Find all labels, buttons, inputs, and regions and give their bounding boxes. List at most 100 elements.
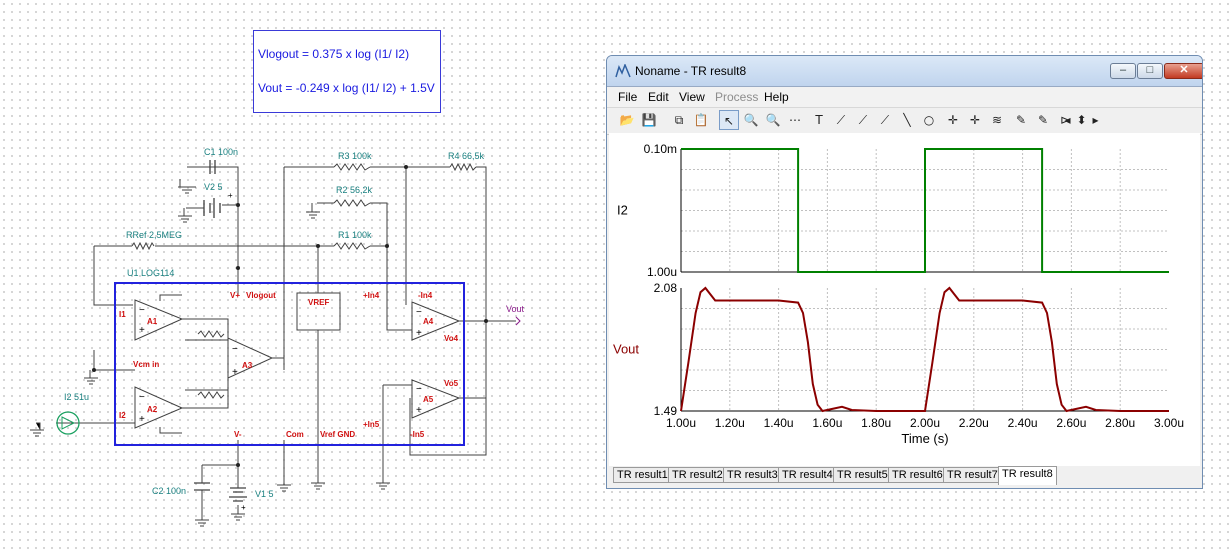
y-tick-label: 1.49 bbox=[654, 404, 678, 418]
pin-in5p: +In5 bbox=[363, 420, 380, 429]
y-tick-label: 2.08 bbox=[654, 281, 678, 295]
svg-text:−: − bbox=[139, 392, 145, 403]
zoom-in-icon[interactable]: 🔍 bbox=[743, 113, 759, 127]
r3-label: R3 100k bbox=[338, 151, 372, 161]
opamp-a3 bbox=[227, 337, 274, 379]
line-icon[interactable]: ╲ bbox=[903, 113, 911, 127]
opamp-a1-label: A1 bbox=[147, 317, 158, 326]
r2-label: R2 56,2k bbox=[336, 185, 373, 195]
svg-text:+: + bbox=[139, 414, 145, 425]
tab-tr-result3[interactable]: TR result3 bbox=[723, 467, 782, 483]
scroll-updown-icon[interactable]: ⬍ bbox=[1076, 113, 1087, 127]
open-icon[interactable]: 📂 bbox=[619, 113, 635, 127]
tab-tr-result1[interactable]: TR result1 bbox=[613, 467, 672, 483]
opamp-a1 bbox=[134, 299, 184, 341]
schematic-canvas[interactable]: + + −+ −+ −+ −+ −+ C1 100n V2 5 RRef 2,5… bbox=[0, 0, 600, 551]
series-line-vout bbox=[680, 286, 1169, 413]
menu-file[interactable]: File bbox=[618, 90, 638, 104]
x-tick-label: 2.80u bbox=[1105, 416, 1135, 430]
svg-text:−: − bbox=[232, 344, 238, 355]
marker-a-icon[interactable]: ✛ bbox=[947, 113, 959, 127]
u1-chip-outline bbox=[114, 282, 465, 446]
tab-tr-result6[interactable]: TR result6 bbox=[888, 467, 947, 483]
probe-icon[interactable]: ✎ bbox=[1037, 113, 1049, 127]
grid-icon[interactable]: ⋯ bbox=[789, 113, 801, 127]
x-tick-label: 2.60u bbox=[1056, 416, 1086, 430]
close-button[interactable]: ✕ bbox=[1164, 63, 1202, 79]
tab-tr-result2[interactable]: TR result2 bbox=[668, 467, 727, 483]
pin-vref: VREF bbox=[308, 298, 329, 307]
svg-text:+: + bbox=[416, 328, 422, 339]
cursor-b-icon[interactable]: ⟋ bbox=[858, 113, 868, 127]
y-axis-label: I2 bbox=[617, 203, 628, 218]
pin-com: Com bbox=[286, 430, 304, 439]
series-line-i2 bbox=[681, 148, 1169, 273]
app-icon bbox=[615, 64, 631, 78]
pen-plus-icon[interactable]: ✎ bbox=[1015, 113, 1027, 127]
tab-tr-result5[interactable]: TR result5 bbox=[833, 467, 892, 483]
rref-label: RRef 2,5MEG bbox=[126, 230, 182, 240]
toolbar: 📂 💾 ⧉ 📋 ↖ 🔍 🔍 ⋯ T ⟋ ⟋ ⟋ ╲ ○ ✛ ✛ ≋ ✎ ✎ ⊳◂ ⬍ ▸ bbox=[607, 107, 1202, 135]
flag-icon[interactable]: ⊳ bbox=[1059, 113, 1071, 127]
opamp-a5 bbox=[411, 379, 461, 419]
c2-label: C2 100n bbox=[152, 486, 186, 496]
pointer-icon[interactable]: ↖ bbox=[719, 110, 739, 130]
circle-icon[interactable]: ○ bbox=[923, 113, 935, 127]
y-axis-label: Vout bbox=[613, 342, 639, 357]
x-tick-label: 1.00u bbox=[666, 416, 696, 430]
menu-process[interactable]: Process bbox=[715, 90, 759, 104]
result-window: Noname - TR result8 ‒ □ ✕ File Edit View Pr… bbox=[606, 55, 1203, 489]
scroll-left-icon[interactable]: ◂ bbox=[1064, 113, 1071, 127]
zoom-100-icon[interactable]: 🔍 bbox=[765, 113, 781, 127]
minimize-button[interactable]: ‒ bbox=[1110, 63, 1136, 79]
tab-tr-result8[interactable]: TR result8 bbox=[998, 466, 1057, 485]
x-tick-label: 2.40u bbox=[1008, 416, 1038, 430]
tab-tr-result4[interactable]: TR result4 bbox=[778, 467, 837, 483]
pin-in4p: +In4 bbox=[363, 291, 380, 300]
i2-source-label: I2 51u bbox=[64, 392, 89, 402]
scroll-right-icon[interactable]: ▸ bbox=[1092, 113, 1099, 127]
window-title: Noname - TR result8 bbox=[635, 64, 747, 78]
svg-text:−: − bbox=[416, 384, 422, 395]
maximize-button[interactable]: □ bbox=[1137, 63, 1163, 79]
equation-vout: Vout = -0.249 x log (I1/ I2) + 1.5V bbox=[258, 81, 435, 95]
equation-box: Vlogout = 0.375 x log (I1/ I2) Vout = -0… bbox=[253, 30, 441, 113]
cursor-a-icon[interactable]: ⟋ bbox=[836, 113, 846, 127]
cursor-tool-icon[interactable]: ⟋ bbox=[880, 113, 890, 127]
text-icon[interactable]: T bbox=[815, 113, 823, 127]
r1-label: R1 100k bbox=[338, 230, 372, 240]
menu-help[interactable]: Help bbox=[764, 90, 789, 104]
pin-vplus: V+ bbox=[230, 291, 240, 300]
menu-view[interactable]: View bbox=[679, 90, 705, 104]
svg-text:+: + bbox=[241, 503, 246, 512]
marker-b-icon[interactable]: ✛ bbox=[969, 113, 981, 127]
svg-text:+: + bbox=[139, 325, 145, 336]
pin-vminus: V- bbox=[234, 430, 242, 439]
pin-in4m: -In4 bbox=[418, 291, 433, 300]
pin-vo5: Vo5 bbox=[444, 379, 459, 388]
vout-probe-label: Vout bbox=[506, 304, 525, 314]
r4-label: R4 66,5k bbox=[448, 151, 485, 161]
pin-vo4: Vo4 bbox=[444, 334, 459, 343]
pin-i2: I2 bbox=[119, 411, 126, 420]
menu-bar: File Edit View Process Help bbox=[607, 87, 1202, 107]
save-icon[interactable]: 💾 bbox=[641, 113, 657, 127]
paste-icon[interactable]: 📋 bbox=[693, 113, 709, 127]
u1-label: U1 LOG114 bbox=[127, 268, 174, 278]
svg-text:+: + bbox=[416, 405, 422, 416]
pin-in5m: -In5 bbox=[410, 430, 425, 439]
waves-icon[interactable]: ≋ bbox=[991, 113, 1003, 127]
copy-icon[interactable]: ⧉ bbox=[674, 113, 684, 127]
opamp-a4-label: A4 bbox=[423, 317, 434, 326]
window-titlebar[interactable]: Noname - TR result8 ‒ □ ✕ bbox=[607, 56, 1202, 87]
tab-tr-result7[interactable]: TR result7 bbox=[943, 467, 1002, 483]
x-tick-label: 1.40u bbox=[764, 416, 794, 430]
pin-vlogout: Vlogout bbox=[246, 291, 276, 300]
x-tick-label: 3.00u bbox=[1154, 416, 1184, 430]
x-tick-label: 1.80u bbox=[861, 416, 891, 430]
menu-edit[interactable]: Edit bbox=[648, 90, 669, 104]
svg-text:−: − bbox=[416, 307, 422, 318]
equation-vlogout: Vlogout = 0.375 x log (I1/ I2) bbox=[258, 47, 410, 61]
